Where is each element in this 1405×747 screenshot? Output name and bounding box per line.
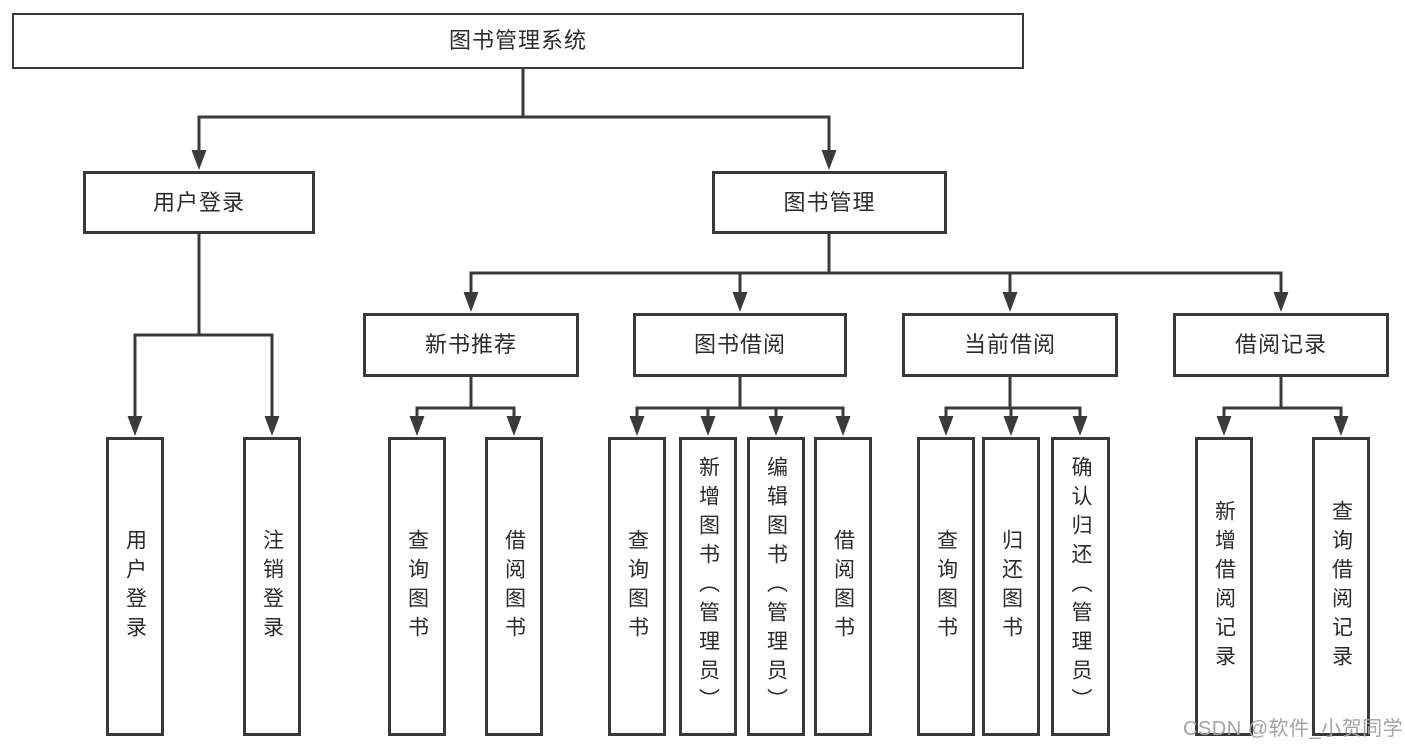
leaf-query-books-borrow-label: 查询图书 [625, 528, 649, 645]
leaf-query-books-recommend-label: 查询图书 [405, 528, 429, 645]
leaf-query-books-current-label: 查询图书 [934, 528, 958, 645]
leaf-return-book-label: 归还图书 [999, 528, 1023, 645]
leaf-logout-label: 注销登录 [260, 528, 284, 645]
leaf-borrow-books: 借阅图书 [814, 437, 872, 736]
leaf-confirm-return-admin-label: 确认归还（管理员） [1069, 456, 1092, 717]
leaf-query-books-borrow: 查询图书 [608, 437, 666, 736]
leaf-confirm-return-admin: 确认归还（管理员） [1051, 437, 1110, 736]
node-book-borrow: 图书借阅 [633, 313, 847, 377]
leaf-add-book-admin-label: 新增图书（管理员） [696, 456, 720, 717]
leaf-edit-book-admin-label: 编辑图书（管理员） [764, 456, 788, 717]
leaf-query-books-current: 查询图书 [917, 437, 975, 736]
leaf-query-borrow-record-label: 查询借阅记录 [1329, 499, 1353, 674]
leaf-user-login-label: 用户登录 [123, 528, 147, 645]
leaf-query-borrow-record: 查询借阅记录 [1312, 437, 1370, 736]
leaf-add-book-admin: 新增图书（管理员） [679, 437, 737, 736]
leaf-user-login: 用户登录 [106, 437, 164, 736]
leaf-add-borrow-record: 新增借阅记录 [1195, 437, 1253, 736]
leaf-add-borrow-record-label: 新增借阅记录 [1212, 499, 1236, 674]
node-current-borrow: 当前借阅 [902, 313, 1118, 377]
node-new-book-recommend: 新书推荐 [363, 313, 579, 377]
node-book-management: 图书管理 [712, 171, 947, 234]
leaf-logout: 注销登录 [243, 437, 301, 736]
watermark: CSDN @软件_小贺同学 [1183, 718, 1404, 740]
leaf-query-books-recommend: 查询图书 [388, 437, 446, 736]
node-borrow-records: 借阅记录 [1173, 313, 1389, 377]
leaf-borrow-books-label: 借阅图书 [831, 528, 855, 645]
leaf-edit-book-admin: 编辑图书（管理员） [747, 437, 805, 736]
node-user-login: 用户登录 [83, 171, 315, 234]
node-root: 图书管理系统 [12, 13, 1024, 69]
leaf-borrow-books-recommend: 借阅图书 [485, 437, 543, 736]
leaf-borrow-books-recommend-label: 借阅图书 [502, 528, 526, 645]
leaf-return-book: 归还图书 [982, 437, 1040, 736]
